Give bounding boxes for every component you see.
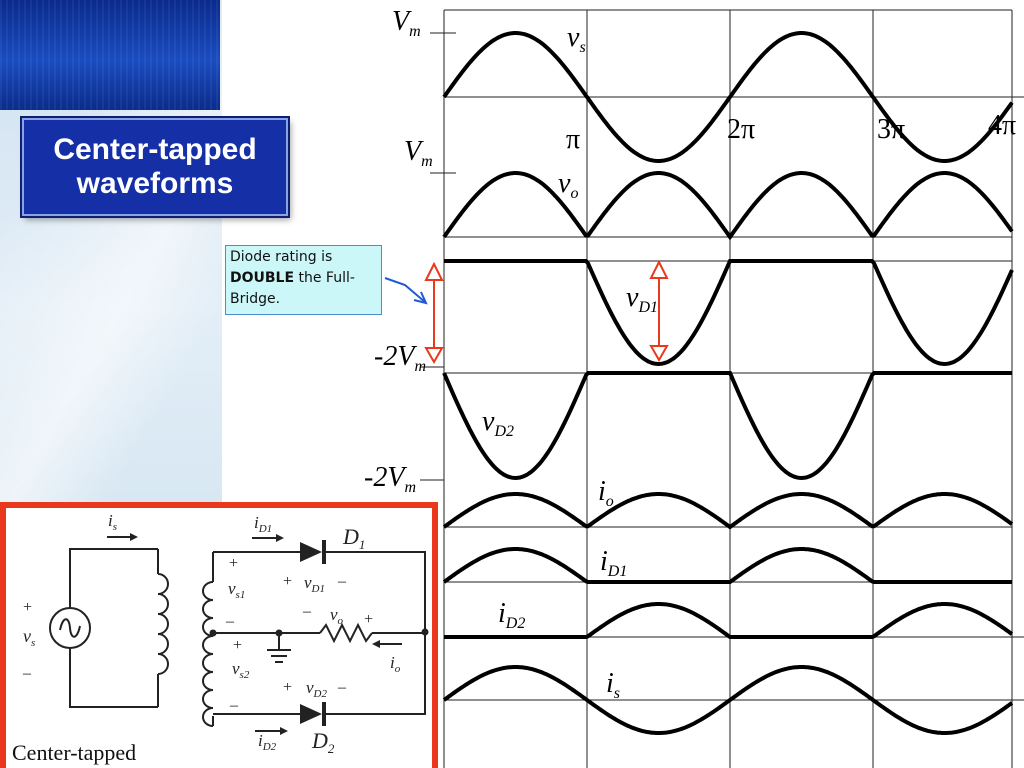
- label-vs: vs: [567, 22, 586, 56]
- label-vm-mid: Vm: [404, 136, 433, 170]
- label-id2: iD2: [498, 598, 525, 632]
- circuit-plus-vs1: +: [229, 555, 238, 572]
- circuit-label-id1: iD1: [254, 513, 272, 535]
- io-curve: [442, 492, 1014, 530]
- circuit-label-vd2: vD2: [306, 678, 327, 700]
- waveform-grid: [420, 9, 1024, 768]
- label-id1: iD1: [600, 546, 627, 580]
- top-blue-banner: [0, 0, 220, 110]
- circuit-minus-vd1: –: [337, 573, 347, 590]
- ac-source-icon: [49, 607, 91, 649]
- circuit-label-vo: vo: [330, 605, 344, 627]
- diode-rating-callout: Diode rating is DOUBLE the Full-Bridge.: [225, 245, 382, 315]
- vo-curve: [442, 171, 1014, 241]
- circuit-label-vd1: vD1: [304, 573, 325, 595]
- secondary-coil-icon: [202, 581, 214, 727]
- callout-text-bold: DOUBLE: [230, 270, 295, 286]
- circuit-minus-vs2: –: [229, 697, 239, 714]
- id1-curve: [442, 547, 1012, 584]
- circuit-minus-vs1: –: [225, 613, 235, 630]
- is-curve: [442, 665, 1014, 735]
- circuit-plus-vo: +: [364, 611, 373, 628]
- double-rating-arrow-left: [424, 261, 444, 365]
- label-neg2vm-b: -2Vm: [364, 462, 416, 496]
- label-pi: π: [566, 124, 580, 155]
- label-2pi: 2π: [727, 114, 755, 145]
- circuit-label-d2: D2: [311, 728, 335, 756]
- circuit-label-d1: D1: [342, 524, 365, 552]
- vd2-curve: [442, 371, 1012, 481]
- label-vo: vo: [558, 168, 578, 202]
- circuit-plus-vd1: +: [283, 573, 292, 590]
- circuit-label-vs2: vs2: [232, 659, 250, 681]
- title-line-2: waveforms: [76, 167, 234, 200]
- callout-pointer-arrow: [384, 277, 428, 305]
- label-vd2: vD2: [482, 406, 514, 440]
- callout-text-pre: Diode rating is: [230, 249, 333, 265]
- center-tapped-circuit: is iD1 D1 vs vs1 vD1 vo vs2 io vD2 iD2 D…: [12, 511, 429, 765]
- diode-d2-icon: [300, 704, 322, 724]
- circuit-label-vs1: vs1: [228, 579, 245, 601]
- label-vd1: vD1: [626, 282, 658, 316]
- label-3pi: 3π: [877, 114, 905, 145]
- label-neg2vm-a: -2Vm: [374, 341, 426, 375]
- circuit-minus-vd2: –: [337, 679, 347, 696]
- slide-title: Center-tapped waveforms: [22, 118, 288, 216]
- vd1-curve: [444, 259, 1014, 367]
- circuit-minus-vo: –: [302, 603, 312, 620]
- label-vm-top: Vm: [392, 6, 421, 40]
- circuit-label-io: io: [390, 653, 401, 675]
- circuit-label-is: is: [108, 511, 117, 533]
- label-is: is: [606, 668, 620, 702]
- primary-coil-icon: [157, 573, 169, 675]
- label-4pi: 4π: [988, 110, 1016, 141]
- circuit-plus-vs2: +: [233, 637, 242, 654]
- title-line-1: Center-tapped: [53, 133, 257, 166]
- double-rating-arrow-vd1: [649, 259, 669, 363]
- diode-d1-icon: [300, 542, 322, 562]
- circuit-label-vs: vs: [23, 626, 35, 649]
- vs-curve: [442, 31, 1014, 163]
- load-resistor-icon: [319, 622, 373, 644]
- circuit-minus-src: –: [22, 665, 32, 682]
- circuit-label-id2: iD2: [258, 731, 277, 753]
- label-io: io: [598, 476, 614, 510]
- circuit-plus-src: +: [23, 599, 32, 616]
- circuit-caption: Center-tapped: [12, 740, 136, 765]
- circuit-frame: [0, 502, 438, 768]
- waveform-curves: [442, 31, 1014, 735]
- callout-text-post: the Full-Bridge.: [230, 270, 355, 307]
- circuit-plus-vd2: +: [283, 679, 292, 696]
- id2-curve: [444, 602, 1014, 639]
